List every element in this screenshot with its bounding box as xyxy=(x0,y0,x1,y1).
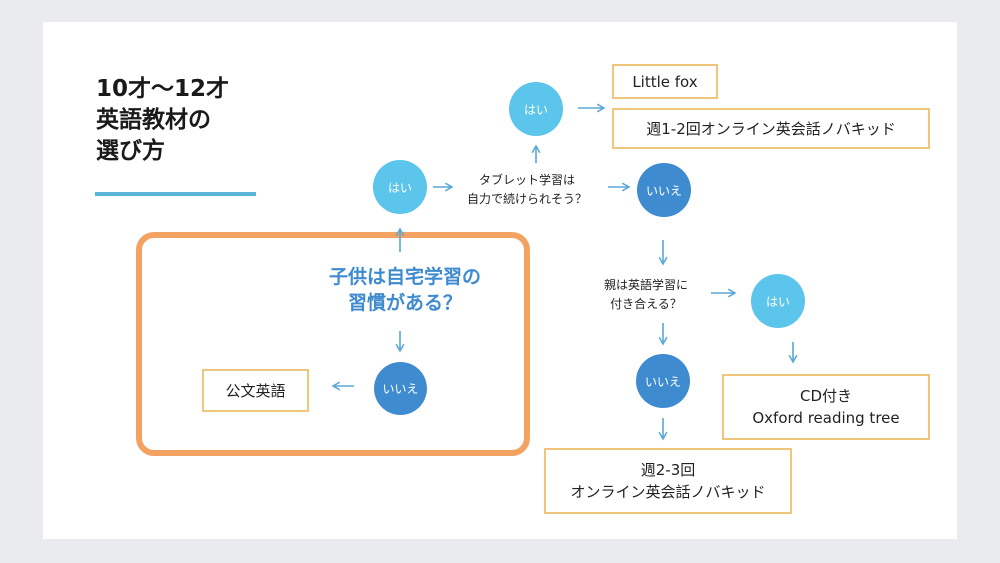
result-kumon: 公文英語 xyxy=(202,369,309,412)
result-kumon-label: 公文英語 xyxy=(225,381,286,400)
yes-circle-home-study: はい xyxy=(373,160,427,214)
no-circle-parent: いいえ xyxy=(636,354,690,408)
result-cd-line-2: Oxford reading tree xyxy=(752,409,900,427)
result-weekly-2-3-line-1: 週2-3回 xyxy=(640,461,696,479)
parent-question: 親は英語学習に 付き合える？ xyxy=(586,276,706,314)
result-little-fox: Little fox xyxy=(612,64,718,99)
no-circle-start: いいえ xyxy=(374,362,427,415)
title-line-3: 選び方 xyxy=(96,138,165,164)
result-little-fox-label: Little fox xyxy=(632,72,698,91)
yes-circle-tablet: はい xyxy=(509,82,563,136)
result-weekly-2-3-line-2: オンライン英会話ノバキッド xyxy=(570,483,766,501)
tablet-question-line-1: タブレット学習は xyxy=(478,173,575,187)
yes-circle-parent: はい xyxy=(751,274,805,328)
result-weekly-1-2-label: 週1-2回オンライン英会話ノバキッド xyxy=(646,119,896,138)
title-line-2: 英語教材の xyxy=(96,107,211,133)
tablet-question-line-2: 自力で続けられそう？ xyxy=(466,192,587,206)
result-cd-oxford: CD付き Oxford reading tree xyxy=(722,374,930,440)
tablet-question: タブレット学習は 自力で続けられそう？ xyxy=(452,171,602,209)
no-circle-tablet: いいえ xyxy=(637,163,691,217)
parent-question-line-2: 付き合える？ xyxy=(610,297,682,311)
title-line-1: 10才〜12才 xyxy=(96,76,230,102)
result-weekly-2-3: 週2-3回 オンライン英会話ノバキッド xyxy=(544,448,792,514)
title-underline xyxy=(95,192,256,196)
main-question: 子供は自宅学習の 習慣がある？ xyxy=(285,264,525,316)
result-cd-line-1: CD付き xyxy=(799,387,853,405)
result-weekly-1-2: 週1-2回オンライン英会話ノバキッド xyxy=(612,108,930,149)
page-title: 10才〜12才 英語教材の 選び方 xyxy=(96,74,316,167)
main-question-line-2: 習慣がある？ xyxy=(347,292,462,314)
main-question-line-1: 子供は自宅学習の xyxy=(328,266,481,288)
start-highlight-frame xyxy=(136,232,530,456)
parent-question-line-1: 親は英語学習に xyxy=(603,278,688,292)
